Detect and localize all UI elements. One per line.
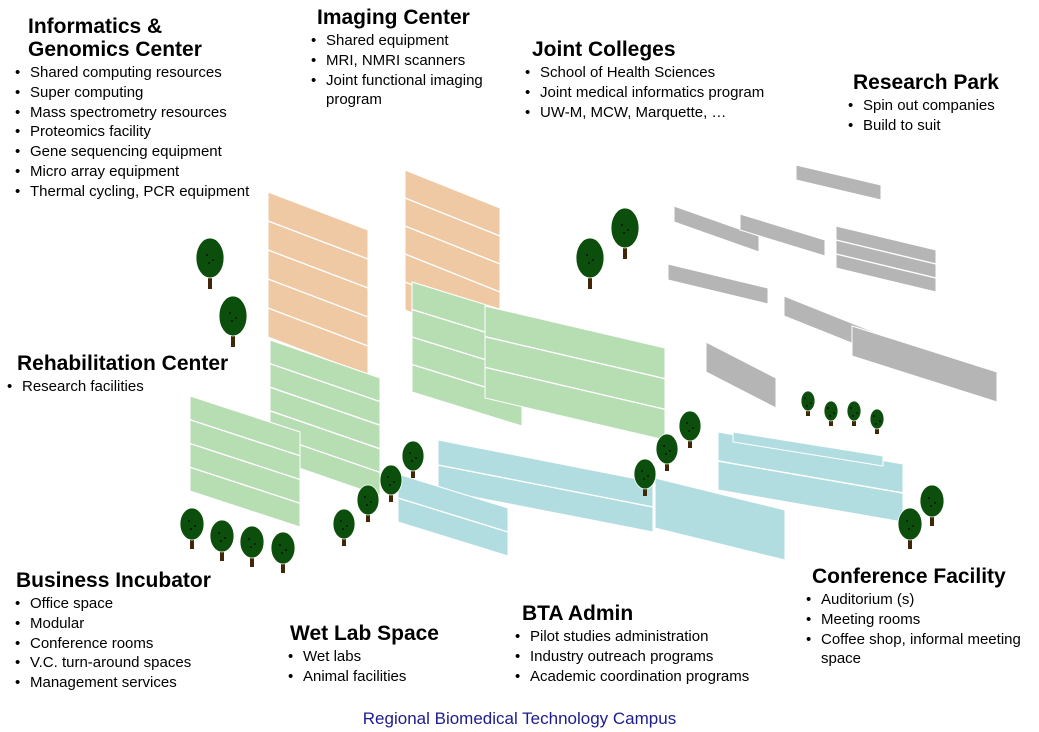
tree bbox=[869, 408, 885, 434]
tree bbox=[195, 237, 225, 289]
tree bbox=[655, 433, 679, 471]
tree bbox=[823, 400, 839, 426]
tree bbox=[209, 519, 235, 561]
rehabilitation-center-title: Rehabilitation Center bbox=[17, 352, 229, 375]
conference-facility-title: Conference Facility bbox=[812, 565, 1006, 588]
imaging-center-block: Imaging Center Shared equipment MRI, NMR… bbox=[308, 6, 518, 110]
research-park-list: Spin out companies Build to suit bbox=[845, 96, 1035, 136]
conference-facility-list: Auditorium (s) Meeting rooms Coffee shop… bbox=[803, 590, 1037, 669]
list-item: MRI, NMRI scanners bbox=[308, 51, 518, 71]
tree bbox=[678, 410, 702, 448]
list-item: Pilot studies administration bbox=[512, 627, 792, 647]
tree bbox=[356, 484, 380, 522]
joint-colleges-title: Joint Colleges bbox=[532, 38, 676, 61]
business-incubator-list: Office space Modular Conference rooms V.… bbox=[12, 594, 252, 693]
list-item: Joint functional imaging program bbox=[308, 71, 504, 111]
imaging-center-title: Imaging Center bbox=[317, 6, 470, 29]
park-building-3 bbox=[739, 213, 826, 257]
park-building-4 bbox=[835, 225, 937, 293]
campus-caption: Regional Biomedical Technology Campus bbox=[362, 709, 677, 728]
tree bbox=[846, 400, 862, 426]
list-item: Wet labs bbox=[285, 647, 485, 667]
list-item: Conference rooms bbox=[12, 634, 252, 654]
list-item: Research facilities bbox=[4, 377, 264, 397]
list-item: Build to suit bbox=[845, 116, 1035, 136]
business-incubator-title: Business Incubator bbox=[16, 569, 211, 592]
list-item: Super computing bbox=[12, 83, 312, 103]
list-item: Mass spectrometry resources bbox=[12, 103, 312, 123]
bta-admin-list: Pilot studies administration Industry ou… bbox=[512, 627, 792, 686]
joint-colleges-list: School of Health Sciences Joint medical … bbox=[522, 63, 822, 122]
tree bbox=[218, 295, 248, 347]
list-item: Micro array equipment bbox=[12, 162, 312, 182]
conference-building-front bbox=[654, 477, 786, 561]
list-item: Industry outreach programs bbox=[512, 647, 792, 667]
list-item: Shared equipment bbox=[308, 31, 518, 51]
list-item: V.C. turn-around spaces bbox=[12, 653, 252, 673]
rehab-building-main bbox=[484, 305, 666, 441]
tree bbox=[239, 525, 265, 567]
list-item: Auditorium (s) bbox=[803, 590, 1037, 610]
research-park-block: Research Park Spin out companies Build t… bbox=[845, 71, 1035, 136]
tree bbox=[897, 507, 923, 549]
joint-colleges-block: Joint Colleges School of Health Sciences… bbox=[522, 38, 822, 122]
tree bbox=[610, 207, 640, 259]
informatics-genomics-list: Shared computing resources Super computi… bbox=[12, 63, 312, 202]
conference-facility-block: Conference Facility Auditorium (s) Meeti… bbox=[803, 565, 1037, 669]
rehab-building-front bbox=[189, 395, 301, 528]
bta-admin-title: BTA Admin bbox=[522, 602, 634, 625]
list-item: Shared computing resources bbox=[12, 63, 312, 83]
list-item: Coffee shop, informal meeting space bbox=[803, 630, 1035, 670]
wet-lab-space-list: Wet labs Animal facilities bbox=[285, 647, 485, 687]
bta-admin-block: BTA Admin Pilot studies administration I… bbox=[512, 602, 792, 686]
list-item: Academic coordination programs bbox=[512, 667, 792, 687]
tree bbox=[919, 484, 945, 526]
list-item: Meeting rooms bbox=[803, 610, 1037, 630]
wet-lab-space-block: Wet Lab Space Wet labs Animal facilities bbox=[285, 622, 485, 687]
list-item: Thermal cycling, PCR equipment bbox=[12, 182, 312, 202]
bta-building bbox=[397, 473, 509, 557]
list-item: Office space bbox=[12, 594, 252, 614]
list-item: Modular bbox=[12, 614, 252, 634]
tree bbox=[179, 507, 205, 549]
tree bbox=[575, 237, 605, 289]
park-building-8 bbox=[705, 341, 777, 409]
park-building-1 bbox=[795, 164, 882, 201]
list-item: Gene sequencing equipment bbox=[12, 142, 312, 162]
list-item: Animal facilities bbox=[285, 667, 485, 687]
conference-building-top bbox=[732, 431, 884, 467]
list-item: School of Health Sciences bbox=[522, 63, 822, 83]
business-incubator-block: Business Incubator Office space Modular … bbox=[12, 569, 252, 693]
tree bbox=[800, 390, 816, 416]
park-building-5 bbox=[667, 263, 769, 305]
tree bbox=[270, 531, 296, 573]
wet-lab-space-title: Wet Lab Space bbox=[290, 622, 439, 645]
rehabilitation-center-block: Rehabilitation Center Research facilitie… bbox=[4, 352, 264, 397]
research-park-title: Research Park bbox=[853, 71, 999, 94]
rehabilitation-center-list: Research facilities bbox=[4, 377, 264, 397]
list-item: Joint medical informatics program bbox=[522, 83, 822, 103]
imaging-center-list: Shared equipment MRI, NMRI scanners Join… bbox=[308, 31, 518, 110]
tree bbox=[401, 440, 425, 478]
informatics-genomics-title: Informatics & Genomics Center bbox=[28, 15, 202, 61]
list-item: UW-M, MCW, Marquette, … bbox=[522, 103, 822, 123]
tree bbox=[379, 464, 403, 502]
tree bbox=[332, 508, 356, 546]
tree bbox=[633, 458, 657, 496]
park-building-7 bbox=[851, 325, 998, 403]
informatics-genomics-block: Informatics & Genomics Center Shared com… bbox=[12, 15, 312, 202]
list-item: Proteomics facility bbox=[12, 122, 312, 142]
list-item: Spin out companies bbox=[845, 96, 1035, 116]
list-item: Management services bbox=[12, 673, 252, 693]
